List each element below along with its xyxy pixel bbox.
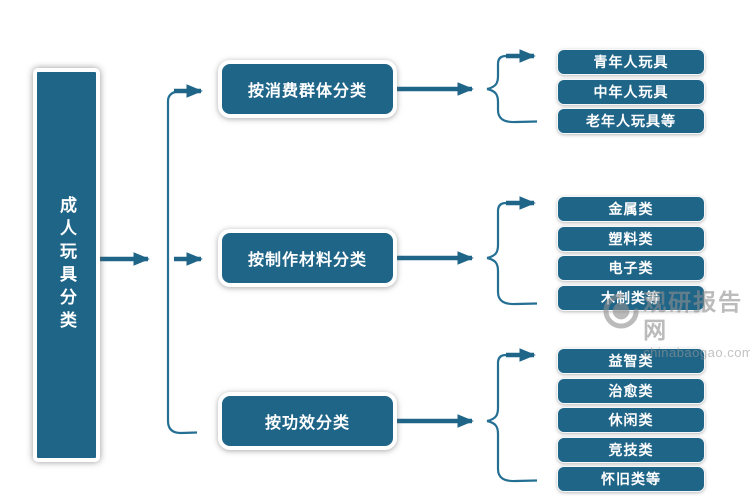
leaf-node-label: 电子类 — [608, 262, 654, 277]
group3-bracket-lower — [486, 419, 538, 483]
leaf-node: 塑料类 — [557, 225, 705, 252]
leaf-node-label: 治愈类 — [608, 384, 654, 400]
leaf-node-label: 益智类 — [608, 355, 654, 370]
leaf-node-label: 竞技类 — [608, 443, 654, 459]
branch-node-consumer-group: 按消费群体分类 — [218, 60, 397, 118]
leaf-node-label: 休闲类 — [608, 414, 654, 429]
root-node: 成人玩具分类 — [33, 68, 100, 462]
leaf-node-label: 青年人玩具 — [593, 56, 669, 71]
leaf-node: 益智类 — [557, 348, 705, 374]
leaf-node-label: 塑料类 — [608, 232, 654, 248]
root-node-label: 成人玩具分类 — [57, 196, 76, 334]
leaf-node: 老年人玩具等 — [557, 108, 705, 134]
leaf-node: 休闲类 — [557, 407, 705, 433]
group1-bracket-upper — [486, 54, 512, 91]
trunk-line — [166, 89, 198, 435]
leaf-node: 治愈类 — [557, 377, 705, 404]
leaf-node-label: 老年人玩具等 — [586, 115, 676, 130]
branch-node-label: 按功效分类 — [264, 415, 350, 432]
branch-node-function: 按功效分类 — [218, 392, 397, 450]
leaf-node: 电子类 — [557, 255, 705, 281]
leaf-node: 怀旧类等 — [557, 466, 705, 492]
leaf-node: 青年人玩具 — [557, 49, 705, 75]
branch-node-label: 按消费群体分类 — [247, 83, 367, 100]
group3-bracket-upper — [486, 353, 512, 423]
group2-bracket-upper — [486, 201, 512, 260]
group1-bracket-lower — [486, 87, 538, 124]
leaf-node: 中年人玩具 — [557, 78, 705, 105]
leaf-node: 木制类等 — [557, 284, 705, 311]
leaf-node-label: 怀旧类等 — [601, 473, 661, 488]
leaf-node: 竞技类 — [557, 436, 705, 463]
leaf-node-label: 木制类等 — [601, 291, 661, 307]
branch-node-material: 按制作材料分类 — [218, 229, 397, 287]
leaf-node-label: 中年人玩具 — [593, 85, 669, 101]
branch-node-label: 按制作材料分类 — [247, 252, 367, 269]
leaf-node-label: 金属类 — [608, 203, 654, 218]
group2-bracket-lower — [486, 256, 538, 306]
leaf-node: 金属类 — [557, 196, 705, 222]
